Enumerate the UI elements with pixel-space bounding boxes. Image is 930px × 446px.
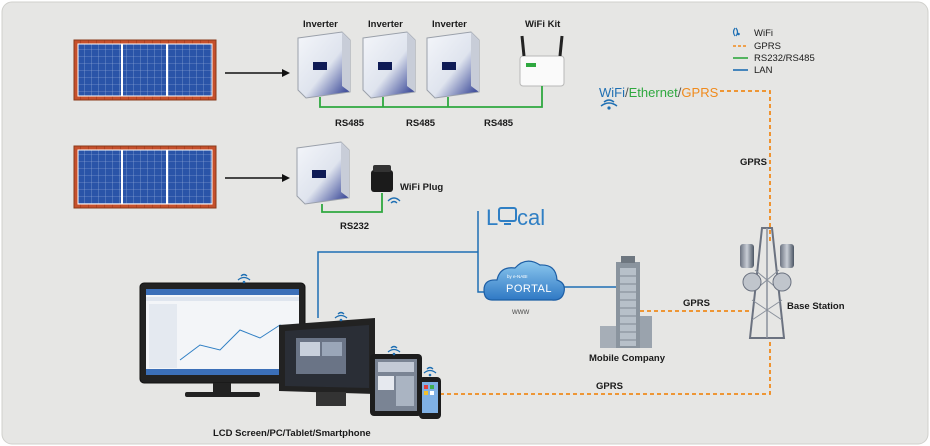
arrow-to-inverters <box>225 69 290 77</box>
inverter-3-label: Inverter <box>432 19 467 30</box>
solar-roof-2 <box>73 145 217 209</box>
wifi-icon-tablet <box>387 345 401 356</box>
wifi-icon-pc <box>334 311 348 322</box>
svg-text:cal: cal <box>517 205 545 230</box>
smartphone <box>419 377 441 419</box>
mobile-company-label: Mobile Company <box>589 353 666 364</box>
portal-title: PORTAL <box>506 283 552 295</box>
lan-link <box>317 211 484 318</box>
wifi-plug-label: WiFi Plug <box>400 182 443 193</box>
rs485-label-3: RS485 <box>484 118 514 129</box>
rs485-label-2: RS485 <box>406 118 436 129</box>
base-station-tower <box>740 227 794 339</box>
clients-label: LCD Screen/PC/Tablet/Smartphone <box>213 428 371 439</box>
legend-lan-label: LAN <box>754 65 773 76</box>
local-screen-icon <box>498 207 517 222</box>
gprs-label-vertical: GPRS <box>740 157 767 168</box>
tablet <box>370 354 422 416</box>
rs485-link <box>319 86 543 108</box>
wifi-plug <box>371 165 401 204</box>
inverter-single <box>296 141 350 205</box>
legend-gprs-label: GPRS <box>754 41 781 52</box>
legend-rs-label: RS232/RS485 <box>754 53 815 64</box>
gprs-link-bottom <box>440 339 771 395</box>
rs232-label: RS232 <box>340 221 369 232</box>
inverter-2 <box>362 31 416 99</box>
gprs-label-base: GPRS <box>683 298 710 309</box>
portal-cloud-icon <box>483 260 565 301</box>
pc-monitor <box>279 318 375 406</box>
legend-wifi-label: WiFi <box>754 28 773 39</box>
rs232-link <box>321 193 383 213</box>
gprs-label-bottom: GPRS <box>596 381 623 392</box>
portal-sub: by e-NABI <box>507 274 528 279</box>
legend-wifi-icon <box>732 27 740 37</box>
rs485-label-1: RS485 <box>335 118 365 129</box>
wifi-icon-phone <box>423 366 437 377</box>
solar-roof-1 <box>73 39 217 101</box>
mobile-company-building <box>600 256 652 348</box>
wifi-signal-icon <box>600 99 618 110</box>
svg-text:L: L <box>486 205 498 230</box>
inverter-1 <box>297 31 351 99</box>
inverter-2-label: Inverter <box>368 19 403 30</box>
portal-www: www <box>511 307 530 316</box>
legend: WiFi GPRS RS232/RS485 LAN <box>732 27 815 76</box>
comm-heading: WiFi/Ethernet/GPRS <box>599 85 719 100</box>
arrow-to-single-inverter <box>225 174 290 182</box>
base-station-label: Base Station <box>787 301 845 312</box>
inverter-3 <box>426 31 480 99</box>
wifi-kit-label: WiFi Kit <box>525 19 561 30</box>
wifi-icon-lcd <box>237 273 251 284</box>
inverter-1-label: Inverter <box>303 19 338 30</box>
local-logo: L cal <box>486 205 545 230</box>
gprs-link-top <box>720 90 771 242</box>
